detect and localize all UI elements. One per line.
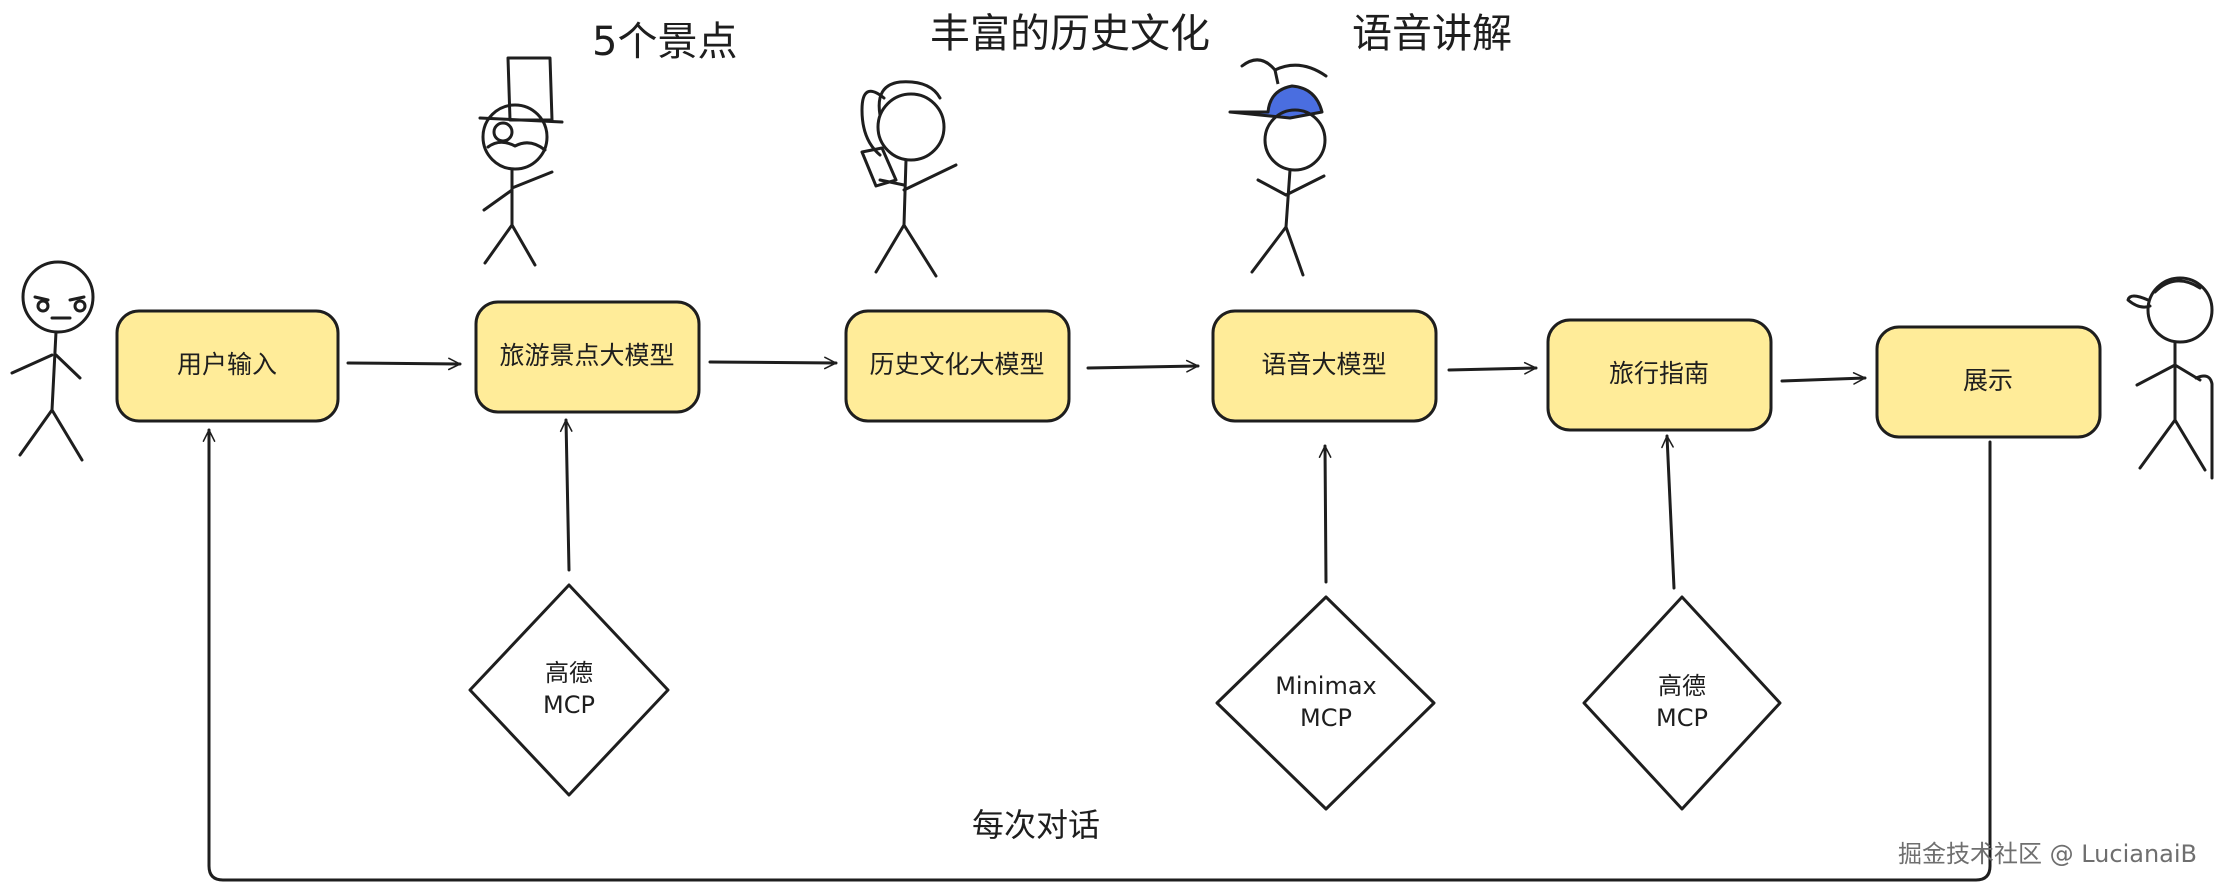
tool-gaode-1[interactable]: 高德 MCP [468, 583, 670, 797]
arrow-gaode2-to-guide [1661, 434, 1676, 590]
node-user-input[interactable]: 用户输入 [115, 309, 340, 423]
node-display-label: 展示 [1963, 366, 2013, 395]
tool-minimax-line2: MCP [1300, 704, 1352, 732]
label-voice-guide: 语音讲解 [1352, 11, 1512, 57]
arrow-history-to-voice [1086, 359, 1200, 373]
user-stick-figure-icon [10, 260, 95, 462]
tool-gaode-2-line1: 高德 [1658, 672, 1706, 700]
arrow-travel-to-history [708, 356, 838, 370]
tool-gaode-2[interactable]: 高德 MCP [1582, 595, 1782, 811]
arrow-input-to-travel [346, 357, 462, 371]
tool-minimax-line1: Minimax [1275, 672, 1377, 700]
tool-gaode-2-line2: MCP [1656, 704, 1708, 732]
node-display[interactable]: 展示 [1875, 325, 2102, 439]
tool-minimax[interactable]: Minimax MCP [1215, 595, 1436, 811]
watermark: 掘金技术社区 @ LucianaiB [1898, 840, 2197, 868]
node-travel-model[interactable]: 旅游景点大模型 [474, 300, 701, 414]
arrow-guide-to-display [1780, 372, 1867, 385]
propeller-cap-figure-icon [1228, 58, 1328, 277]
label-rich-history: 丰富的历史文化 [930, 11, 1210, 57]
tool-gaode-1-line2: MCP [543, 691, 595, 719]
node-history-model-label: 历史文化大模型 [869, 350, 1044, 379]
tool-gaode-1-line1: 高德 [545, 659, 593, 687]
node-history-model[interactable]: 历史文化大模型 [844, 309, 1071, 423]
node-user-input-label: 用户输入 [177, 350, 277, 379]
top-hat-monocle-figure-icon [478, 56, 564, 267]
arrow-voice-to-guide [1447, 361, 1538, 375]
arrow-minimax-to-voice [1318, 444, 1332, 584]
cane-elder-figure-icon [2126, 276, 2214, 480]
node-travel-guide-label: 旅行指南 [1609, 359, 1709, 388]
arrow-gaode1-to-travel [559, 418, 573, 572]
arrow-loop-back [202, 428, 1992, 882]
node-voice-model-label: 语音大模型 [1261, 350, 1386, 379]
label-scenic-spots: 5个景点 [592, 19, 737, 65]
loop-label: 每次对话 [972, 806, 1100, 844]
phone-ponytail-figure-icon [860, 80, 958, 278]
node-travel-guide[interactable]: 旅行指南 [1546, 318, 1773, 432]
node-travel-model-label: 旅游景点大模型 [499, 341, 674, 370]
node-voice-model[interactable]: 语音大模型 [1211, 309, 1438, 423]
